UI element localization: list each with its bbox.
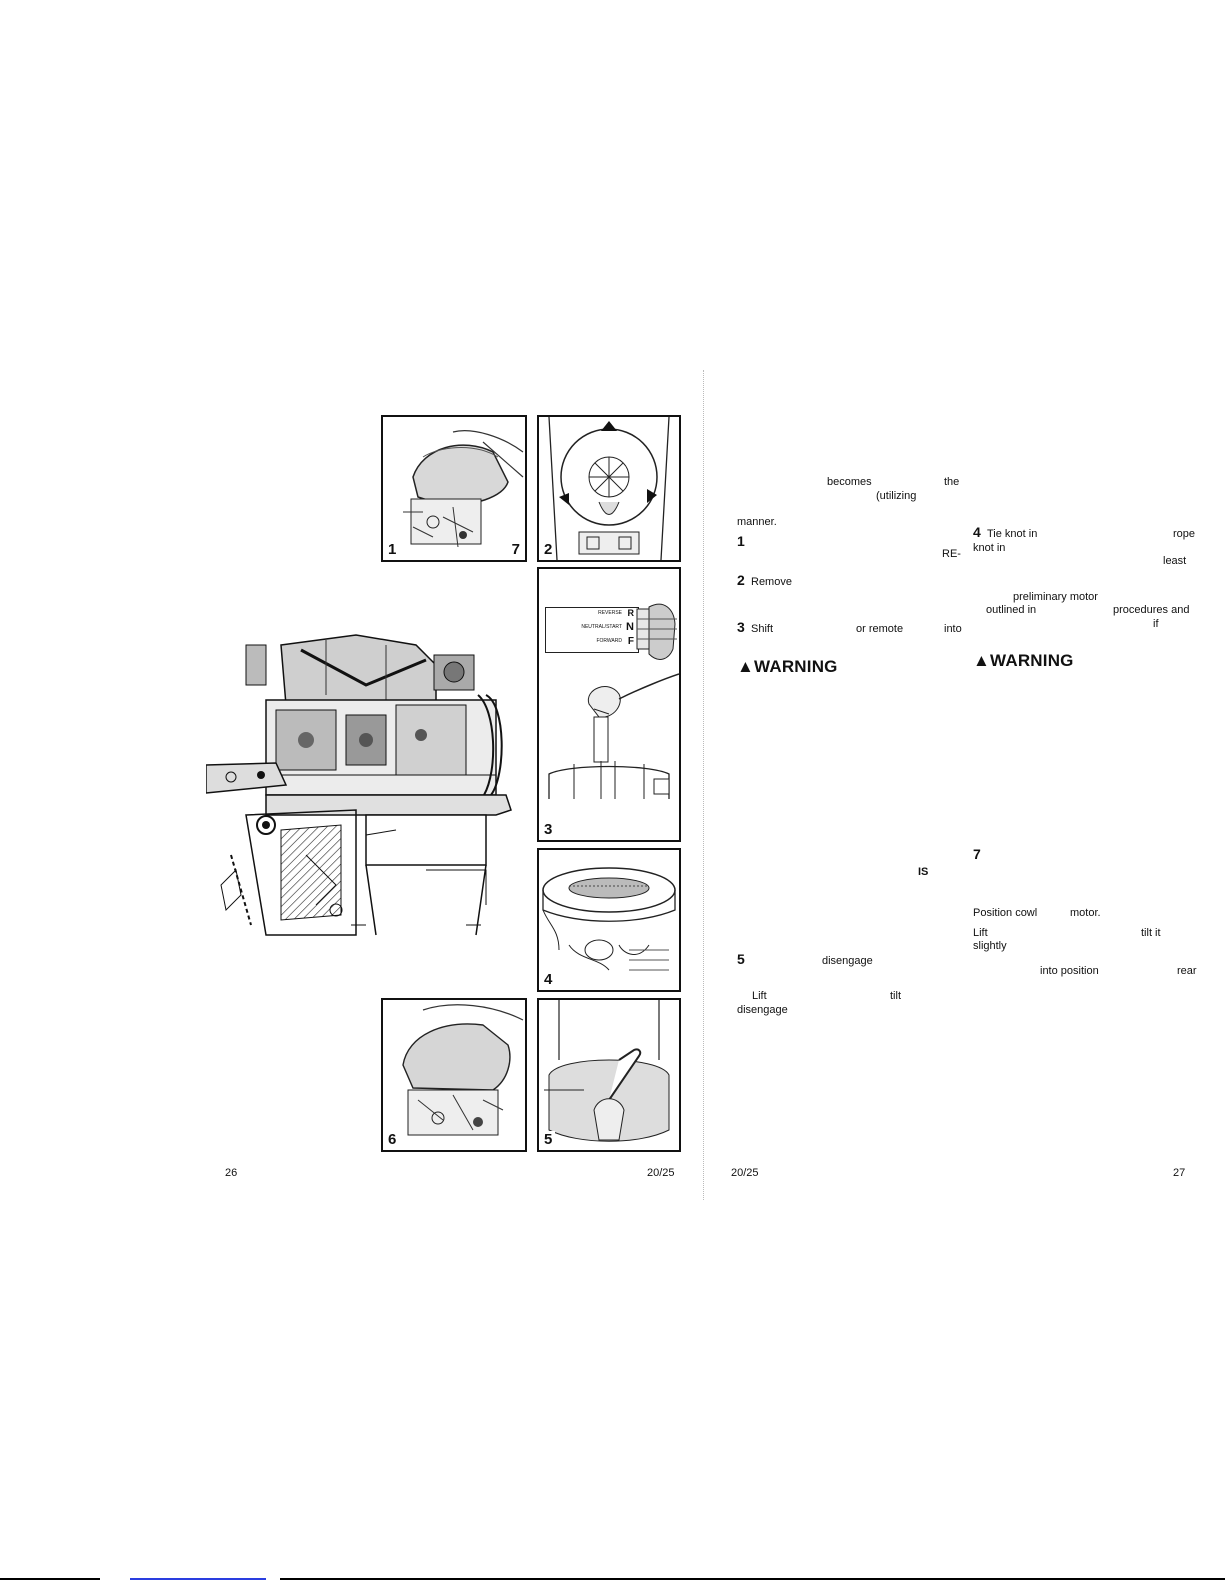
col2-warning-heading: ▲WARNING: [973, 651, 1074, 671]
warning-triangle-icon: ▲: [973, 651, 991, 670]
figure-1-cowl-removal: 1 7: [381, 415, 527, 562]
col1-warning-text: WARNING: [754, 657, 838, 676]
shift-reverse-letter: R: [627, 608, 635, 618]
col1-becomes: becomes: [827, 476, 872, 488]
col2-position-cowl: Position cowl: [973, 907, 1038, 919]
col2-lift: Lift: [973, 927, 988, 939]
outboard-motor-drawing: [205, 625, 532, 955]
left-page-model: 20/25: [647, 1167, 675, 1179]
step-3-number: 3: [737, 619, 745, 635]
col2-tilt-it: tilt it: [1141, 927, 1161, 939]
wrench-illustration: [548, 603, 679, 799]
figure-2-flywheel-top: 2: [537, 415, 681, 562]
latch-illustration: [544, 1000, 670, 1142]
col2-outlined-in: outlined in: [986, 604, 1037, 616]
step-4-number: 4: [973, 524, 981, 540]
shift-forward-label: FORWARD: [596, 638, 622, 644]
col1-the: the: [944, 476, 960, 488]
warning-triangle-icon: ▲: [737, 657, 755, 676]
step-3-into: into: [944, 623, 962, 635]
figure-label-6: 6: [385, 1131, 400, 1148]
col1-warning-heading: ▲WARNING: [737, 657, 838, 677]
flywheel-rope-illustration: [542, 867, 676, 971]
figure-3-shift-and-wrench: REVERSE R NEUTRAL/START N FORWARD F 3: [537, 567, 681, 842]
right-page-number: 27: [1173, 1167, 1186, 1179]
step-3-shift: Shift: [751, 623, 774, 635]
shift-reverse-label: REVERSE: [598, 610, 622, 616]
col2-warning-text: WARNING: [990, 651, 1074, 670]
figure-label-5: 5: [541, 1131, 556, 1148]
col1-tilt: tilt: [890, 990, 901, 1002]
motor-illustration: [205, 634, 512, 936]
figure-label-4: 4: [541, 971, 556, 988]
col2-motor: motor.: [1070, 907, 1101, 919]
step-5-number: 5: [737, 951, 745, 967]
col1-disengage-2: disengage: [737, 1004, 788, 1016]
col2-least: least: [1163, 555, 1187, 567]
cowl-illustration-6: [402, 1004, 524, 1136]
step-4-tie-knot: Tie knot in: [987, 528, 1038, 540]
step-3-or-remote: or remote: [856, 623, 904, 635]
figure-label-3: 3: [541, 821, 556, 838]
col1-is-word: IS: [918, 866, 929, 878]
step-4-knot-in: knot in: [973, 542, 1006, 554]
figure-label-1: 1: [385, 541, 400, 558]
col2-into-position: into position: [1040, 965, 1099, 977]
figure-5-latch-lever: 5: [537, 998, 681, 1152]
col2-rear: rear: [1177, 965, 1197, 977]
step-7-number: 7: [973, 846, 981, 862]
flywheel-illustration: [548, 417, 670, 560]
shift-neutral-letter: N: [626, 621, 634, 633]
figure-label-2: 2: [541, 541, 556, 558]
figure-4-rope-knot: 4: [537, 848, 681, 992]
col1-lift: Lift: [752, 990, 767, 1002]
step-1-number: 1: [737, 533, 745, 549]
col1-manner: manner.: [737, 516, 777, 528]
figure-6-cowl-install: 6: [381, 998, 527, 1152]
shift-neutral-label: NEUTRAL/START: [581, 624, 622, 630]
col2-preliminary-motor: preliminary motor: [1013, 591, 1098, 603]
left-page-number: 26: [225, 1167, 238, 1179]
step-1-re: RE-: [942, 548, 961, 560]
shift-forward-letter: F: [627, 636, 634, 647]
col2-procedures-and: procedures and: [1113, 604, 1190, 616]
page-fold-divider: [703, 370, 704, 1200]
figure-label-7: 7: [508, 541, 523, 558]
step-5-disengage: disengage: [822, 955, 873, 967]
col2-slightly: slightly: [973, 940, 1007, 952]
bottom-edge-line: [0, 1578, 1225, 1582]
step-2-number: 2: [737, 572, 745, 588]
col1-utilizing: (utilizing: [876, 490, 917, 502]
step-2-remove: Remove: [751, 576, 792, 588]
right-page-model: 20/25: [731, 1167, 759, 1179]
col2-if: if: [1153, 618, 1159, 630]
step-4-rope: rope: [1173, 528, 1196, 540]
cowl-illustration-1: [383, 417, 525, 560]
